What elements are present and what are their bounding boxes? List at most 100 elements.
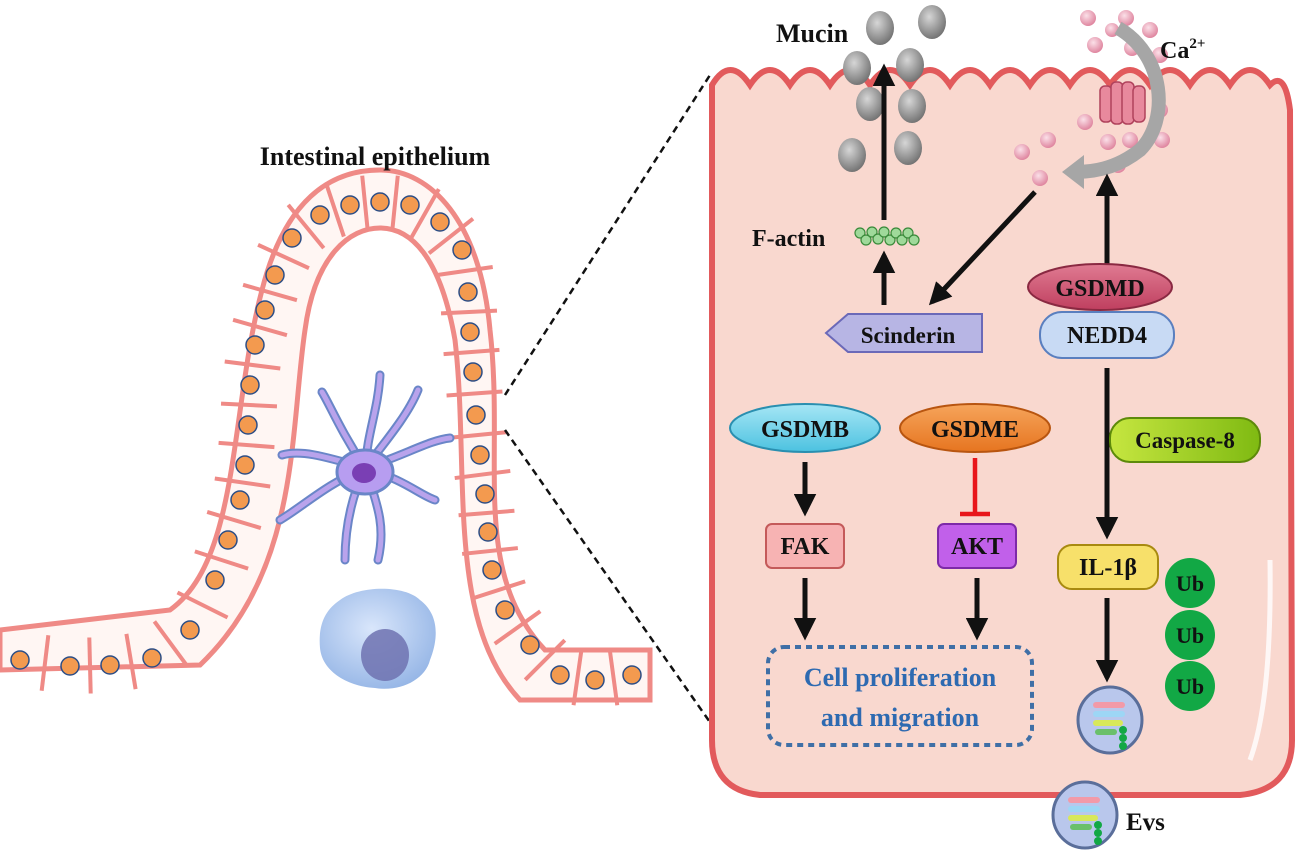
epithelial-cell-divider [443,347,500,357]
outcome-label-line2: and migration [821,703,980,732]
epithelial-cell-divider [324,182,346,238]
evs-label: Evs [1126,809,1165,836]
calcium-label: Ca2+ [1160,36,1205,64]
epithelial-cell-divider [206,510,262,530]
epithelial-cell-divider [427,217,475,255]
epithelial-cell-divider [224,359,281,371]
epithelial-cell-divider [390,175,400,232]
epithelial-cell-divider [176,590,229,620]
caspase8-shape [1109,417,1261,463]
scinderin-shape [824,313,983,353]
macrophage-cell [319,588,436,689]
ub-label-3: Ub [1176,674,1204,699]
epithelial-nucleus [100,655,120,675]
ub-shape-3 [1165,661,1215,711]
nedd4-label: NEDD4 [1067,323,1147,349]
epithelial-nucleus [585,670,605,690]
calcium-influx-arrow [1062,21,1166,189]
protein-shapes [729,263,1261,711]
calcium-channel [1099,81,1146,125]
outcome-label-line1: Cell proliferation [804,663,997,692]
pathway-arrows [793,63,1119,683]
scinderin-label: Scinderin [861,323,956,348]
epithelial-nucleus [265,265,285,285]
epithelial-nucleus [245,335,265,355]
epithelial-cell-divider [39,634,51,692]
epithelial-nucleus [460,322,480,342]
epithelial-nucleus [235,455,255,475]
mucin-granules [838,5,946,172]
epithelial-nucleus [430,212,450,232]
epithelial-cell-divider [286,203,326,250]
epithelial-nucleus [230,490,250,510]
f-actin-filament [854,226,920,246]
epithelial-nucleus [622,665,642,685]
epithelial-nucleus [495,600,515,620]
extracellular-vesicle [1051,780,1119,850]
epithelial-nucleus [142,648,162,668]
gsdme-label: GSDME [931,417,1019,443]
villus-illustration [0,167,653,706]
epithelial-nucleus [255,300,275,320]
gsdmd-shape [1027,263,1173,311]
epithelial-nucleus [470,445,490,465]
epithelial-cell-divider [218,440,275,450]
epithelial-nucleus [458,282,478,302]
epithelial-nucleus [482,560,502,580]
epithelial-cell-divider [454,468,511,481]
epithelial-nucleus [520,635,540,655]
epithelial-nucleus [10,650,30,670]
akt-shape [937,523,1017,569]
epithelial-nucleus [478,522,498,542]
fak-label: FAK [781,534,830,560]
epithelial-nucleus [180,620,200,640]
epithelial-cell-divider [440,308,498,316]
akt-label: AKT [951,534,1003,560]
il1b-shape [1057,544,1159,590]
intracellular-vesicle [1076,685,1144,755]
calcium-label-base: Ca [1160,38,1189,64]
zoom-lines [503,74,742,766]
epithelial-cell-divider [220,401,278,409]
left-panel-title: Intestinal epithelium [260,142,491,171]
epithelial-cell-divider [214,476,271,489]
epithelial-cell-divider [523,638,567,682]
il1b-label: IL-1β [1079,555,1137,581]
epithelial-nucleus [400,195,420,215]
epithelial-cell-divider [152,620,190,668]
mucin-label: Mucin [776,19,849,48]
epithelial-nucleus [282,228,302,248]
epithelial-cell-divider [436,265,494,277]
epithelial-cell-divider [571,649,584,706]
epithelial-cell-divider [493,609,542,646]
ub-label-2: Ub [1176,623,1204,648]
epithelial-nucleus [463,362,483,382]
epithelial-cell-divider [458,508,515,518]
epithelial-nucleus [205,570,225,590]
nedd4-shape [1039,311,1175,359]
epithelial-nucleus [238,415,258,435]
epithelial-cell-divider [446,389,503,398]
calcium-label-superscript: 2+ [1189,36,1205,52]
dendritic-cell [275,370,455,565]
caspase8-label: Caspase-8 [1135,428,1235,453]
epithelial-nucleus [370,192,390,212]
epithelial-cell-divider [607,649,620,706]
ub-shape-1 [1165,558,1215,608]
gsdmb-shape [729,403,881,453]
epithelial-cell-divider [461,546,519,556]
epithelial-cell-divider [471,579,526,601]
epithelial-cell-divider [242,282,298,303]
epithelial-cell-divider [124,633,138,690]
epithelial-nucleus [60,656,80,676]
ub-label-1: Ub [1176,571,1204,596]
inhibition-bar [960,458,990,517]
epithelial-cell-divider [87,637,93,694]
fak-shape [765,523,845,569]
epithelial-nucleus [475,484,495,504]
epithelial-cell-divider [232,317,288,338]
epithelial-nucleus [550,665,570,685]
epithelial-nucleus [218,530,238,550]
